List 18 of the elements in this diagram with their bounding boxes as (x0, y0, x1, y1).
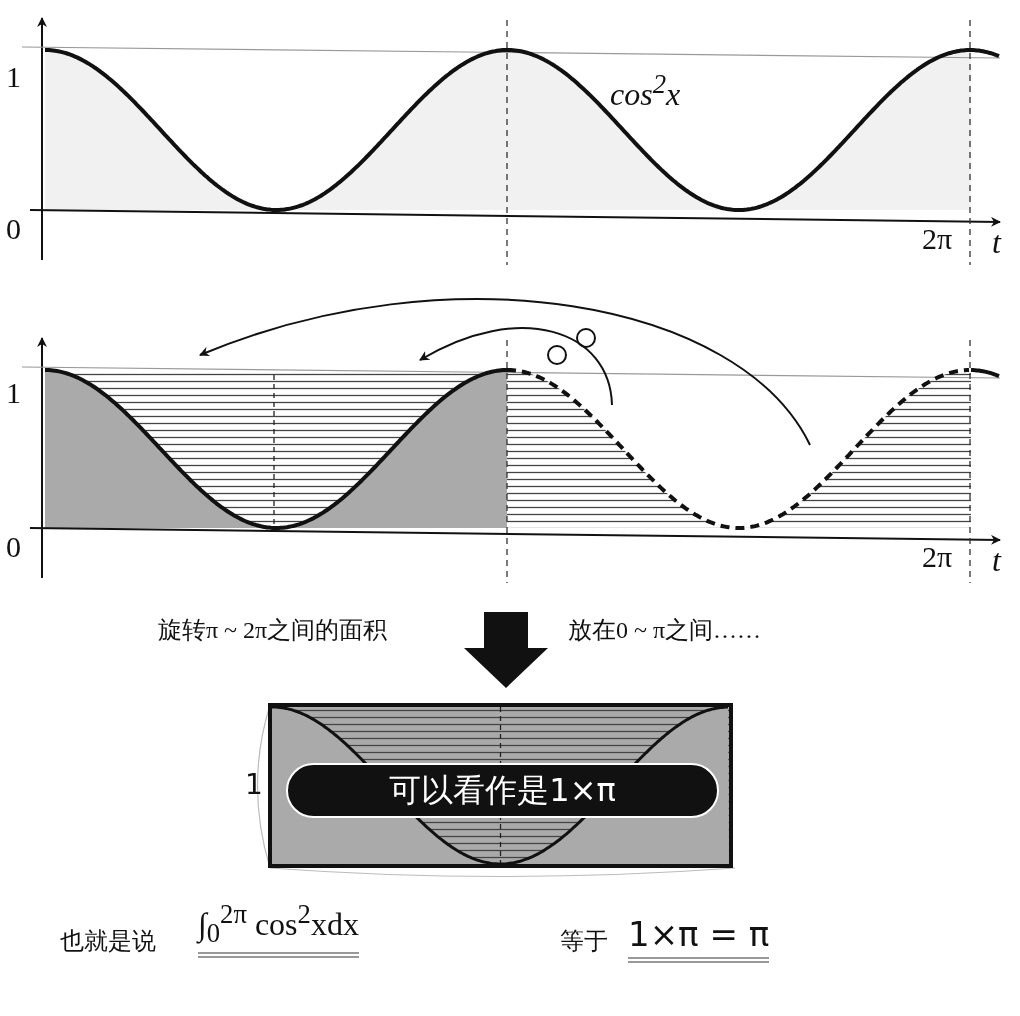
result-expression: 1×π = π (628, 916, 770, 964)
axis-label: t (992, 225, 1001, 261)
area-rectangle-drawing (268, 703, 733, 868)
axis-tick-label: 2π (922, 222, 953, 255)
annotation-text: 旋转π ~ 2π之间的面积 (158, 617, 388, 644)
curve-label: cos$^{2}$x (610, 70, 681, 112)
axis-tick-label: 2π (922, 540, 953, 573)
integral-expression: ∫$_{0}$$^{2π}$ cos$^{2}$xdx (198, 900, 359, 959)
axis-tick-label: 1 (6, 60, 21, 93)
annotation-text: 等于 (560, 928, 608, 955)
axis-tick-label: 0 (6, 212, 21, 245)
axis-tick-label: 0 (6, 530, 21, 563)
axis-label: t (992, 543, 1001, 579)
dimension-label: 1 (245, 770, 263, 801)
annotation-text: 也就是说 (60, 928, 156, 955)
annotation-text: 放在0 ~ π之间…… (568, 617, 762, 644)
axis-tick-label: 1 (6, 376, 21, 409)
rounded-label: 可以看作是1×π (286, 763, 719, 818)
